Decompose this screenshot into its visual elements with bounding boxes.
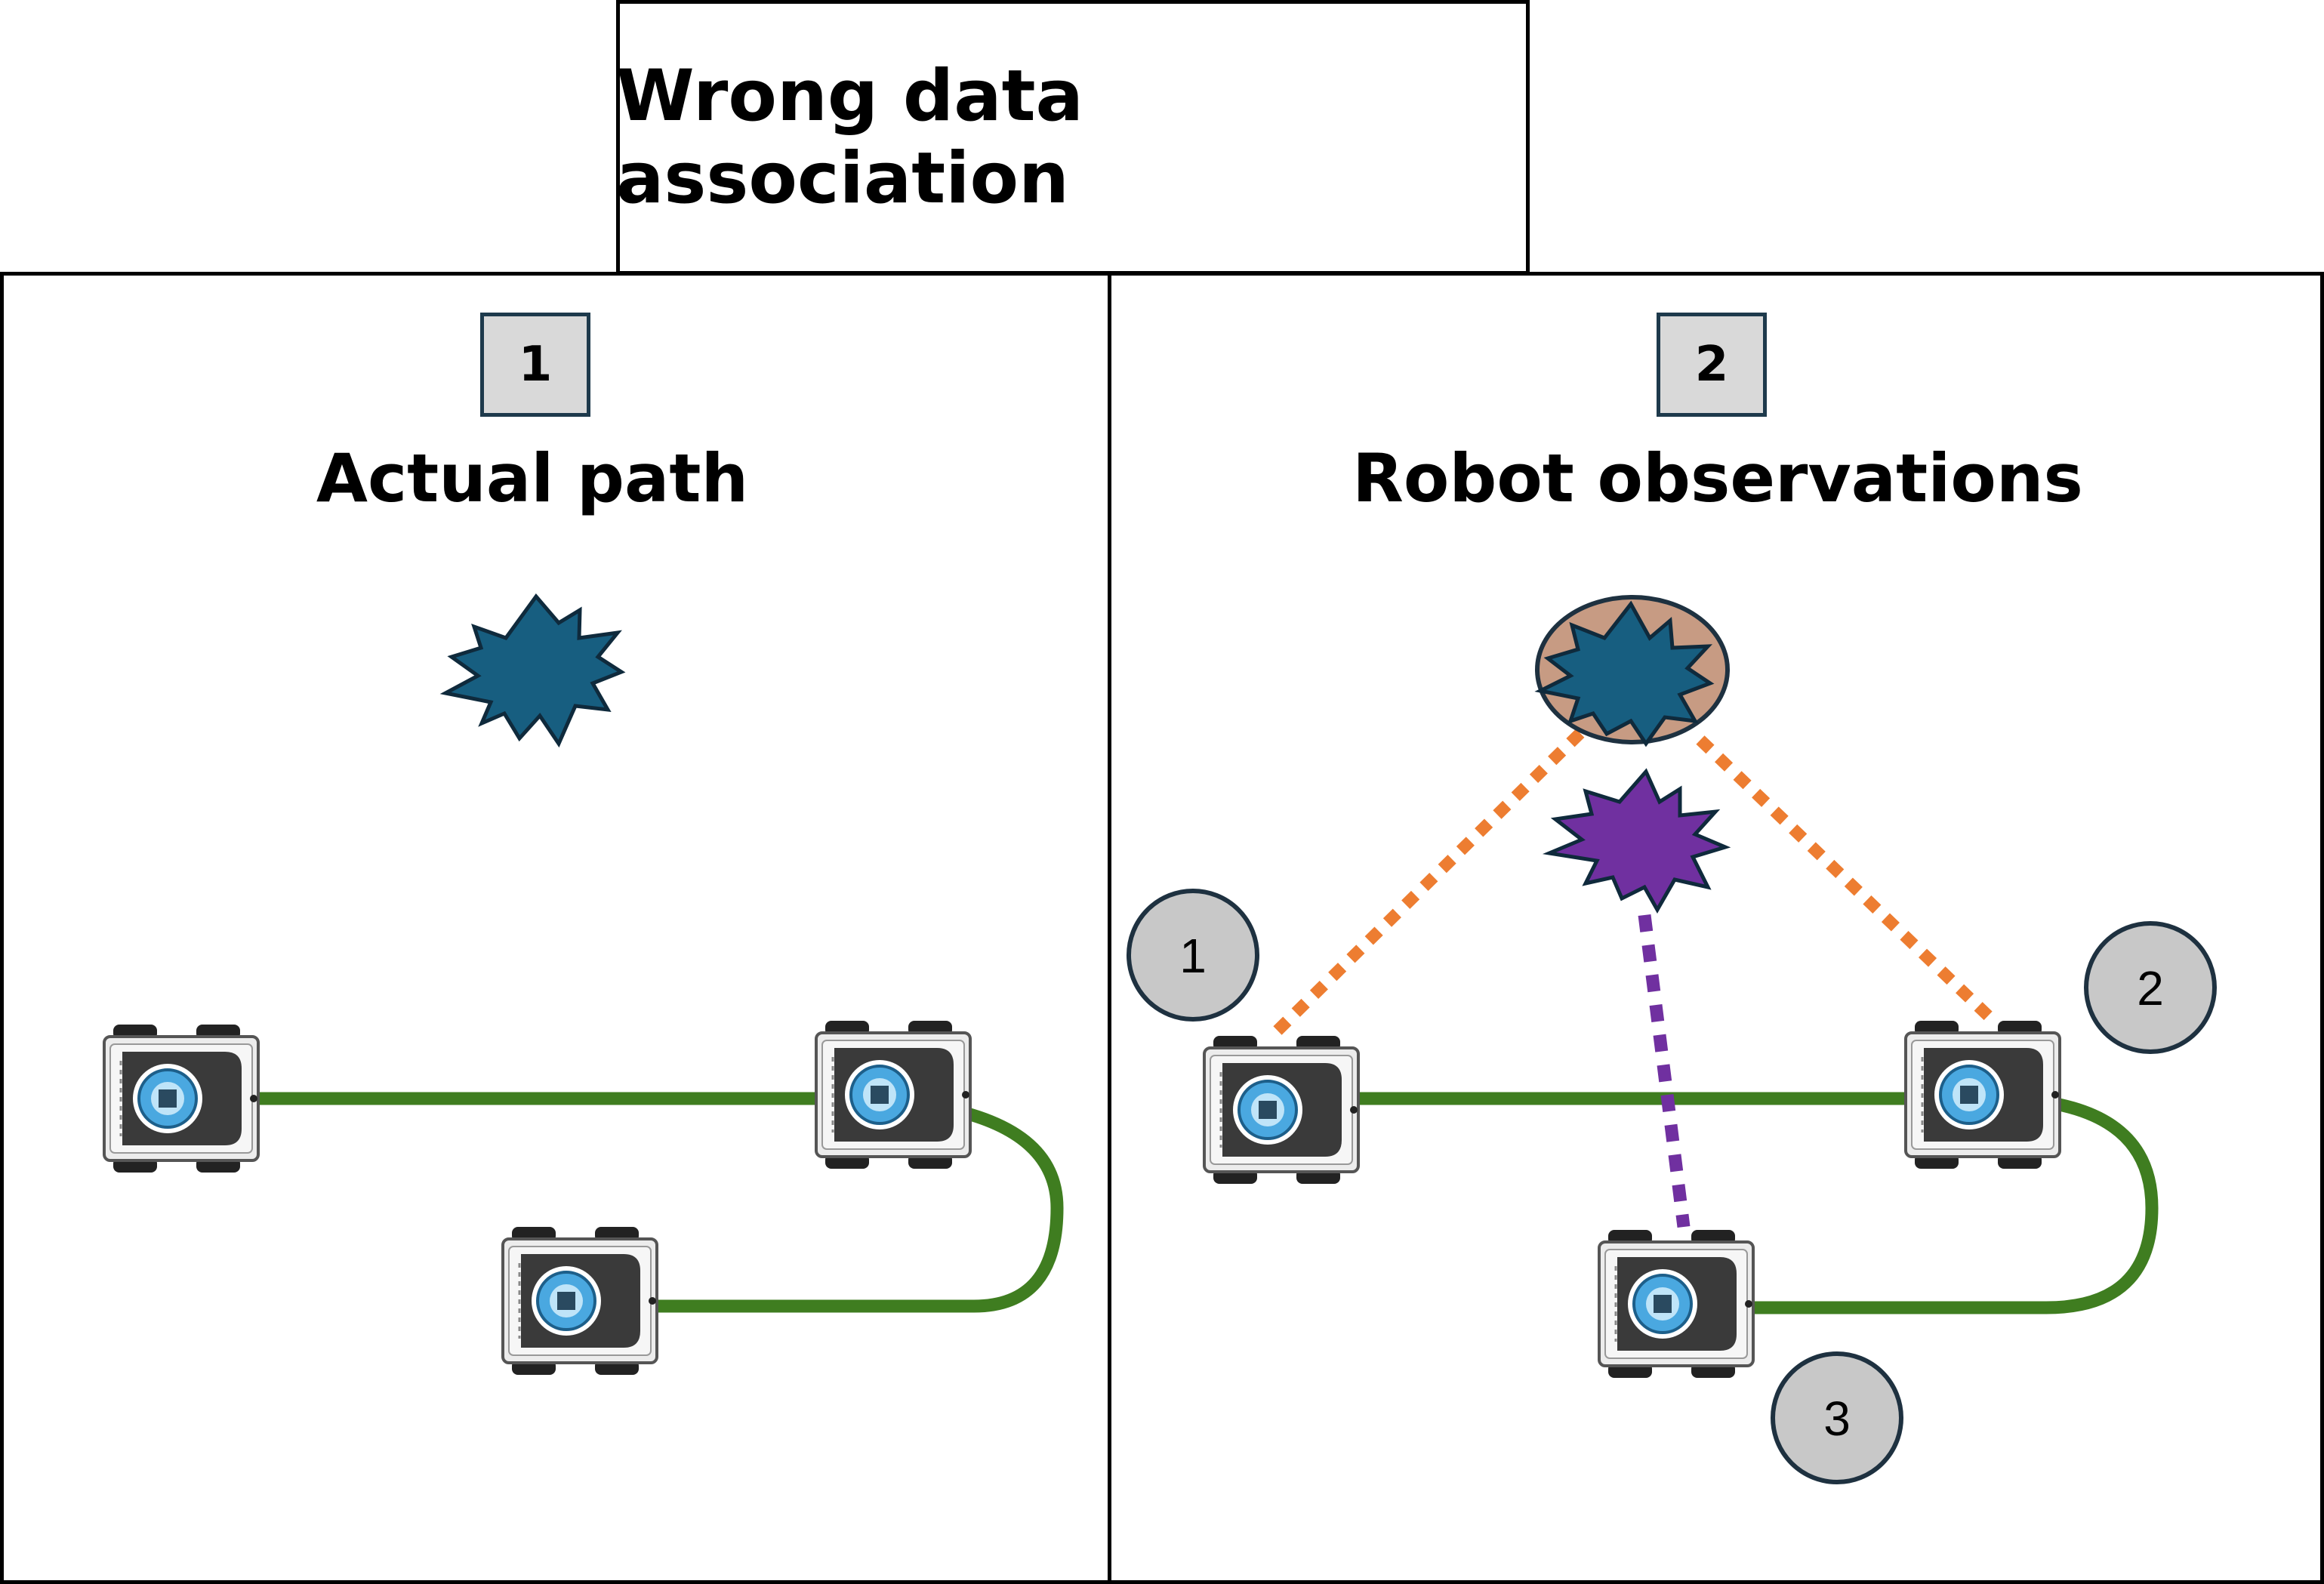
pose-marker-1: 1 bbox=[1127, 889, 1259, 1022]
observation-purple-pose-3 bbox=[1638, 914, 1691, 1228]
robot-icon bbox=[815, 1019, 972, 1170]
robot-icon bbox=[501, 1225, 658, 1376]
robot-icon bbox=[1904, 1019, 2061, 1170]
robot-icon bbox=[103, 1023, 260, 1174]
diagram-title: Wrong data association bbox=[616, 55, 1083, 220]
landmark-starburst-icon bbox=[439, 593, 626, 748]
pose-label-2: 2 bbox=[2137, 961, 2164, 1015]
robot-icon bbox=[1598, 1228, 1755, 1379]
title-box bbox=[616, 0, 1530, 275]
panel-heading-robot-observations: Robot observations bbox=[1352, 439, 2083, 517]
pose-marker-3: 3 bbox=[1771, 1351, 1903, 1484]
pose-label-3: 3 bbox=[1823, 1391, 1851, 1446]
panel-heading-actual-path: Actual path bbox=[316, 439, 749, 517]
robot-icon bbox=[1203, 1034, 1360, 1185]
observation-orange-pose-2 bbox=[1696, 735, 1998, 1025]
panel-number-badge-1: 1 bbox=[480, 313, 590, 417]
observation-orange-pose-1 bbox=[1273, 722, 1592, 1035]
panel-number-badge-2: 2 bbox=[1657, 313, 1767, 417]
wrong-landmark-starburst-icon bbox=[1542, 768, 1731, 914]
estimated-path-line bbox=[1352, 1092, 2159, 1314]
pose-label-1: 1 bbox=[1179, 929, 1207, 983]
pose-marker-2: 2 bbox=[2084, 921, 2217, 1054]
landmark-starburst-icon bbox=[1534, 600, 1715, 747]
